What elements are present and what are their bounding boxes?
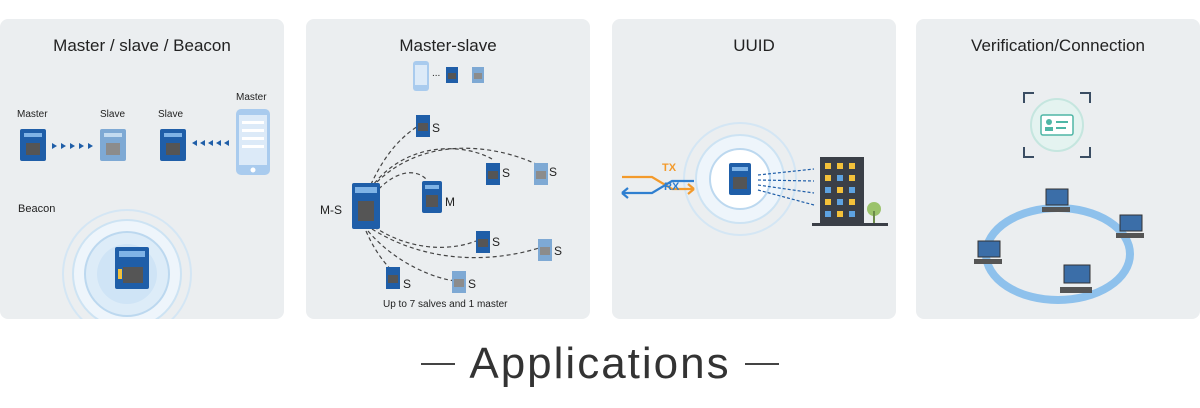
master-label: Master bbox=[17, 109, 48, 120]
ms-module bbox=[352, 183, 380, 229]
slave-module bbox=[452, 271, 466, 293]
s-label: S bbox=[549, 165, 558, 179]
s-label: S bbox=[492, 235, 501, 249]
panel-title: UUID bbox=[733, 36, 775, 55]
slave-module bbox=[486, 163, 500, 185]
dots-text: ... bbox=[432, 68, 441, 79]
s-label: S bbox=[468, 277, 477, 291]
slave-module bbox=[386, 267, 400, 289]
applications-heading: Applications bbox=[469, 339, 731, 388]
arrow-dots-2 bbox=[192, 140, 229, 146]
panel4-illustration bbox=[974, 92, 1144, 304]
master-label: Master bbox=[236, 92, 267, 103]
computer-icon bbox=[1116, 214, 1144, 238]
scan-frame-icon bbox=[1023, 92, 1091, 158]
s-label: S bbox=[502, 166, 511, 180]
computer-icon bbox=[1060, 264, 1092, 293]
s-label: S bbox=[432, 121, 441, 135]
phone-icon bbox=[236, 109, 270, 175]
tx-label: TX bbox=[662, 162, 677, 174]
connection-ring bbox=[982, 204, 1134, 304]
panel2-illustration bbox=[352, 61, 552, 293]
m-module bbox=[422, 181, 442, 213]
s-label: S bbox=[403, 277, 412, 291]
phone-icon bbox=[413, 61, 429, 91]
building-icon bbox=[812, 157, 888, 226]
panel1-illustration bbox=[20, 109, 270, 319]
link-lines bbox=[365, 125, 543, 282]
slave-module bbox=[416, 115, 430, 137]
id-card-icon bbox=[1040, 114, 1074, 136]
rx-label: RX bbox=[664, 181, 680, 193]
slave-module bbox=[538, 239, 552, 261]
dashed-arrows bbox=[757, 168, 815, 206]
section-title: Applications bbox=[0, 336, 1200, 392]
beacon-label: Beacon bbox=[18, 203, 56, 215]
panel-verification-connection: Verification/Connection bbox=[916, 19, 1200, 319]
tx-rx-arrows bbox=[621, 175, 695, 199]
computer-icon bbox=[1042, 188, 1070, 212]
panel-title: Master / slave / Beacon bbox=[53, 36, 231, 55]
title-dash-right bbox=[744, 363, 779, 365]
module-icon bbox=[446, 67, 484, 83]
computer-icon bbox=[974, 240, 1002, 264]
master-module bbox=[20, 129, 46, 161]
s-label: S bbox=[554, 244, 563, 258]
slave-module bbox=[476, 231, 490, 253]
m-label: M bbox=[445, 195, 455, 209]
slave-label: Slave bbox=[158, 109, 184, 120]
panel3-illustration bbox=[621, 122, 888, 236]
panel-uuid: UUID TX RX bbox=[612, 19, 896, 319]
panel-master-slave: Master-slave ... M-S M S S S S S S S Up … bbox=[306, 19, 590, 319]
slave-module-1 bbox=[100, 129, 126, 161]
title-dash-left bbox=[421, 363, 456, 365]
panel-master-slave-beacon: Master / slave / Beacon Master Slave Sla… bbox=[0, 19, 284, 319]
arrow-dots-1 bbox=[52, 143, 93, 149]
ms-label: M-S bbox=[320, 203, 342, 217]
uuid-module bbox=[729, 163, 751, 195]
slave-module-2 bbox=[160, 129, 186, 161]
panel-title: Master-slave bbox=[399, 36, 497, 55]
panel-title: Verification/Connection bbox=[971, 36, 1145, 55]
slave-label: Slave bbox=[100, 109, 126, 120]
beacon-module bbox=[115, 247, 149, 289]
slave-module bbox=[534, 163, 548, 185]
caption: Up to 7 salves and 1 master bbox=[383, 299, 508, 310]
